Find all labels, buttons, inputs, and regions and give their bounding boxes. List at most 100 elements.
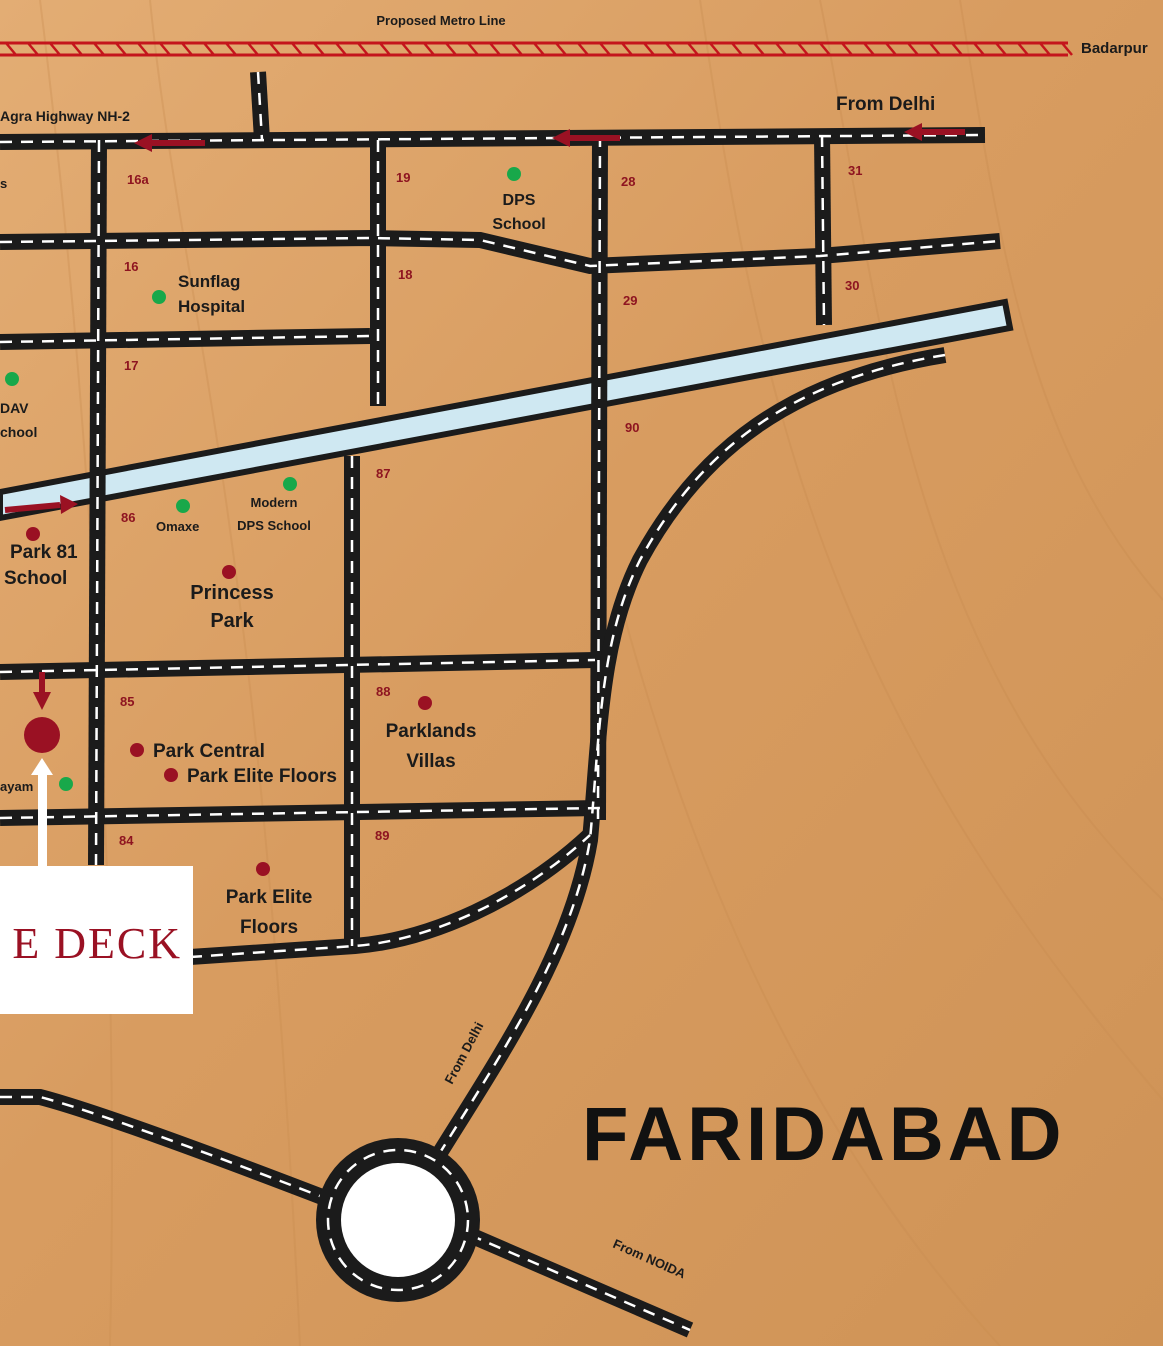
sector-label: 84 xyxy=(119,833,134,848)
poi-dot-red xyxy=(256,862,270,876)
arrow-left-icon xyxy=(134,134,205,152)
poi-label: DPS School xyxy=(237,518,311,533)
sector-label: 17 xyxy=(124,358,138,373)
metro-tick xyxy=(951,42,963,56)
poi-label: Villas xyxy=(406,751,455,772)
sector-label: 16a xyxy=(127,172,149,187)
poi-dots xyxy=(5,167,521,876)
metro-tick xyxy=(225,42,237,56)
metro-tick xyxy=(1039,42,1051,56)
roundabout xyxy=(316,1138,480,1302)
metro-tick xyxy=(841,42,853,56)
sector-label: 29 xyxy=(623,293,637,308)
metro-label: Proposed Metro Line xyxy=(376,13,505,28)
city-label: FARIDABAD xyxy=(582,1092,1066,1177)
poi-label: Sunflag xyxy=(178,272,240,291)
poi-label: Omaxe xyxy=(156,519,199,534)
metro-tick xyxy=(709,42,721,56)
metro-tick xyxy=(291,42,303,56)
poi-dot-green xyxy=(507,167,521,181)
highway-label: Agra Highway NH-2 xyxy=(0,108,130,124)
poi-label: School xyxy=(4,568,67,589)
metro-tick xyxy=(93,42,105,56)
arrow-right-icon xyxy=(4,495,78,514)
road-network xyxy=(0,71,1001,1338)
poi-label: Modern xyxy=(251,495,298,510)
metro-tick xyxy=(533,42,545,56)
metro-tick xyxy=(621,42,633,56)
project-name: E DECK xyxy=(12,919,182,968)
metro-tick xyxy=(1017,42,1029,56)
metro-tick xyxy=(907,42,919,56)
metro-tick xyxy=(797,42,809,56)
poi-dot-red xyxy=(418,696,432,710)
metro-tick xyxy=(27,42,39,56)
arrow-down-icon xyxy=(33,672,51,710)
poi-label: s xyxy=(0,176,7,191)
metro-tick xyxy=(159,42,171,56)
metro-tick xyxy=(665,42,677,56)
metro-tick xyxy=(203,42,215,56)
metro-tick xyxy=(1061,42,1073,56)
badarpur-label: Badarpur xyxy=(1081,40,1148,57)
sector-label: 86 xyxy=(121,510,135,525)
sector-label: 90 xyxy=(625,420,639,435)
project-callout: E DECK xyxy=(0,866,193,1014)
metro-tick xyxy=(71,42,83,56)
sector-label: 30 xyxy=(845,278,859,293)
metro-tick xyxy=(885,42,897,56)
metro-tick xyxy=(555,42,567,56)
metro-tick xyxy=(467,42,479,56)
poi-dot-green xyxy=(152,290,166,304)
metro-tick xyxy=(753,42,765,56)
metro-tick xyxy=(357,42,369,56)
metro-tick xyxy=(423,42,435,56)
poi-label: Princess xyxy=(190,582,273,604)
metro-tick xyxy=(731,42,743,56)
poi-label: DAV xyxy=(0,400,29,416)
metro-tick xyxy=(577,42,589,56)
metro-tick xyxy=(819,42,831,56)
metro-tick xyxy=(115,42,127,56)
metro-tick xyxy=(379,42,391,56)
sector-label: 28 xyxy=(621,174,635,189)
poi-label: chool xyxy=(0,424,37,440)
from-delhi-label: From Delhi xyxy=(836,94,935,115)
sector-labels: 16a 19 28 31 16 18 29 30 17 90 87 86 85 … xyxy=(119,163,862,848)
metro-tick xyxy=(489,42,501,56)
poi-label: DPS xyxy=(503,192,536,209)
arrow-left-icon xyxy=(552,129,620,147)
poi-label: Hospital xyxy=(178,297,245,316)
metro-tick xyxy=(313,42,325,56)
metro-tick xyxy=(137,42,149,56)
metro-tick xyxy=(5,42,17,56)
metro-tick xyxy=(929,42,941,56)
metro-tick xyxy=(643,42,655,56)
metro-tick xyxy=(687,42,699,56)
sector-label: 88 xyxy=(376,684,390,699)
direction-arrows xyxy=(4,123,965,710)
arrow-left-icon xyxy=(904,123,965,141)
metro-tick xyxy=(863,42,875,56)
metro-tick xyxy=(247,42,259,56)
poi-label: Park Elite Floors xyxy=(187,766,337,787)
poi-labels: DPS School Sunflag Hospital DAV chool Mo… xyxy=(0,176,546,938)
metro-tick xyxy=(973,42,985,56)
metro-line xyxy=(0,41,1073,57)
sector-label: 89 xyxy=(375,828,389,843)
poi-label: Park xyxy=(210,610,254,632)
sector-label: 19 xyxy=(396,170,410,185)
metro-tick xyxy=(511,42,523,56)
poi-label: Park 81 xyxy=(10,542,78,563)
metro-tick xyxy=(775,42,787,56)
poi-dot-red xyxy=(164,768,178,782)
route-labels: Proposed Metro Line Badarpur Agra Highwa… xyxy=(0,13,1148,1282)
poi-label: School xyxy=(492,216,545,233)
sector-label: 18 xyxy=(398,267,412,282)
poi-dot-green xyxy=(5,372,19,386)
sector-label: 85 xyxy=(120,694,134,709)
poi-dot-green xyxy=(59,777,73,791)
poi-label: Park Elite xyxy=(226,887,313,908)
metro-tick xyxy=(599,42,611,56)
